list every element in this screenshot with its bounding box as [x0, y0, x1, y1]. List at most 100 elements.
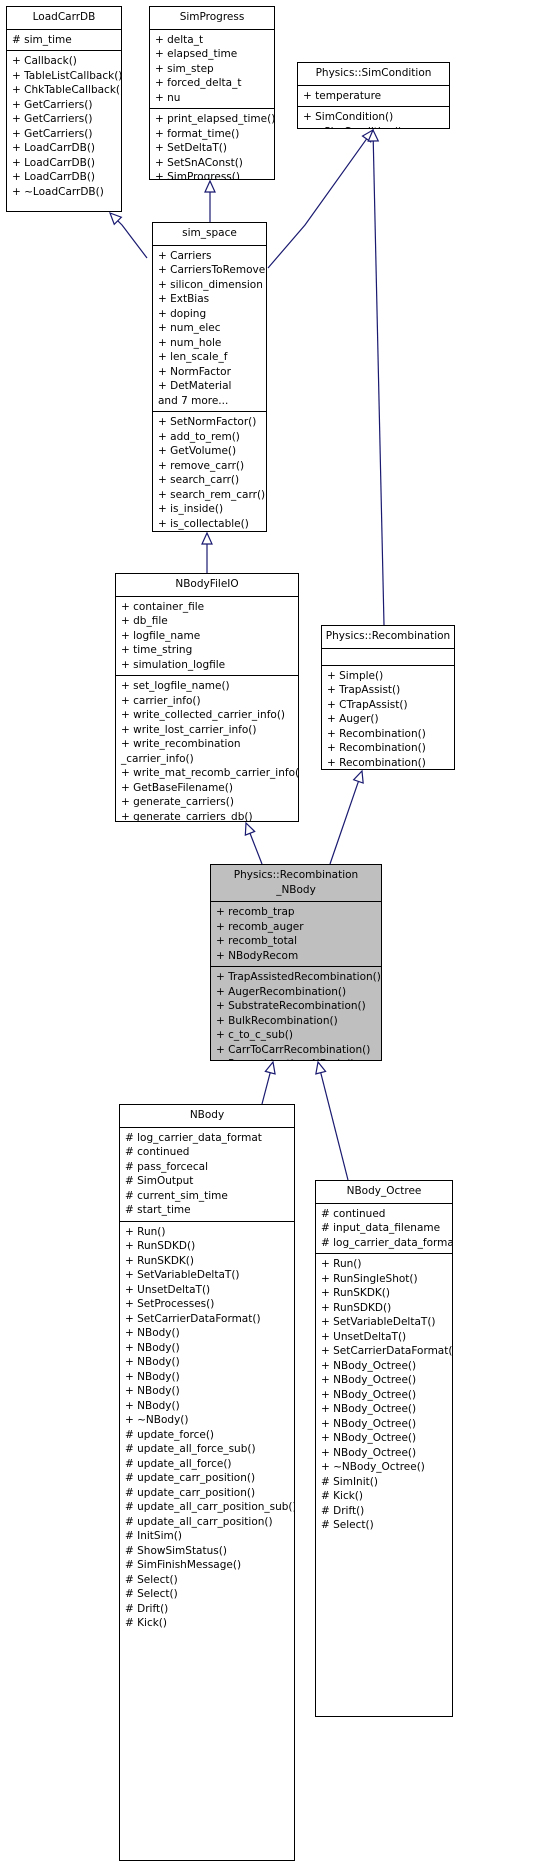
- attribute: + sim_step: [155, 62, 214, 75]
- method: + SetVariableDeltaT(): [321, 1316, 436, 1328]
- method: # Kick(): [125, 1617, 167, 1629]
- method: # update_all_force(): [125, 1457, 232, 1470]
- class-name: NBody: [120, 1105, 294, 1128]
- class-box-simprogress[interactable]: SimProgress + delta_t + elapsed_time + sim_…: [149, 6, 275, 180]
- class-box-nbody-octree[interactable]: NBody_Octree# continued# input_data_file…: [315, 1180, 453, 1717]
- method: # SimFinishMessage(): [125, 1559, 242, 1571]
- class-box-nbody[interactable]: NBody# log_carrier_data_format# continue…: [119, 1104, 295, 1861]
- method: + UnsetDeltaT(): [125, 1283, 211, 1296]
- method: + remove_carr(): [158, 459, 245, 472]
- attribute: # start_time: [125, 1204, 191, 1216]
- edge-simspace-loadcarrdb: [108, 211, 148, 259]
- attribute: + elapsed_time: [155, 48, 238, 60]
- method: + set_logfile_name(): [121, 680, 230, 692]
- method: + SetSnAConst(): [155, 156, 243, 169]
- method: + NBody_Octree(): [321, 1403, 417, 1415]
- method: # Drift(): [125, 1602, 169, 1615]
- method: + UnsetDeltaT(): [321, 1330, 407, 1343]
- method: # InitSim(): [125, 1530, 182, 1542]
- edge-recombnbody-nbodyfileio: [244, 821, 263, 865]
- class-name: SimProgress: [150, 7, 274, 30]
- attribute: # input_data_filename: [321, 1222, 441, 1234]
- attribute: + delta_t: [155, 33, 204, 46]
- method: # update_all_carr_position_sub(): [125, 1501, 295, 1513]
- edge-nbodyoctree-recombnbody: [315, 1060, 349, 1181]
- method: + carrier_info(): [121, 694, 201, 707]
- attributes-section: + recomb_trap+ recomb_auger+ recomb_tota…: [211, 902, 381, 967]
- method: + generate_carriers(): [121, 796, 234, 808]
- class-box-recomb-nbody[interactable]: Physics::Recombination _NBody+ recomb_tr…: [210, 864, 382, 1061]
- class-box-simspace[interactable]: sim_space+ Carriers+ CarriersToRemove+ s…: [152, 222, 267, 532]
- methods-section: + SimCondition()+ ~SimCondition(): [298, 107, 449, 128]
- attribute: # log_carrier_data_format: [321, 1236, 453, 1249]
- method: + SetDeltaT(): [155, 142, 227, 154]
- method: + SetProcesses(): [125, 1298, 215, 1310]
- method: + Run(): [321, 1258, 362, 1270]
- method: # update_carr_position(): [125, 1486, 256, 1499]
- method: + LoadCarrDB(): [12, 142, 96, 154]
- attribute: # continued: [321, 1207, 386, 1220]
- method: + search_rem_carr(): [158, 488, 266, 501]
- methods-section: + SetNormFactor() + add_to_rem() + GetVolu…: [153, 412, 266, 532]
- attribute: # sim_time: [12, 33, 72, 46]
- attribute: + ExtBias: [158, 293, 210, 305]
- attribute: # continued: [125, 1146, 190, 1158]
- method: + c_to_c_sub(): [216, 1029, 293, 1041]
- attribute: + Carriers: [158, 249, 212, 262]
- method: + NBody(): [125, 1370, 180, 1383]
- attributes-section: # sim_time: [7, 30, 121, 51]
- inheritance-arrowhead: [367, 128, 380, 142]
- method: + generate_carriers_db(): [121, 810, 253, 822]
- method: # update_force(): [125, 1428, 215, 1441]
- method: + CarrToCarrRecombination(): [216, 1043, 371, 1056]
- method: # ShowSimStatus(): [125, 1544, 227, 1557]
- method: + LoadCarrDB(): [12, 156, 96, 169]
- edge-simspace-simcondition: [267, 128, 374, 269]
- method: + RunSDKD(): [321, 1301, 392, 1314]
- method: + CTrapAssist(): [327, 698, 408, 711]
- method: + NBody_Octree(): [321, 1417, 417, 1430]
- class-name: NBodyFileIO: [116, 574, 298, 597]
- method: + GetVolume(): [158, 445, 237, 457]
- method: + SetNormFactor(): [158, 416, 257, 428]
- method: + ~LoadCarrDB(): [12, 185, 104, 198]
- class-box-nbodyfileio[interactable]: NBodyFileIO+ container_file+ db_file+ lo…: [115, 573, 299, 822]
- method: + BulkRecombination(): [216, 1014, 338, 1027]
- class-box-recombination[interactable]: Physics::Recombination+ Simple()+ TrapAs…: [321, 625, 455, 770]
- attribute: + len_scale_f: [158, 351, 228, 363]
- method: + NBody(): [125, 1341, 180, 1354]
- attribute: + forced_delta_t: [155, 77, 242, 89]
- method: + TrapAssistedRecombination(): [216, 971, 381, 983]
- method: + is_inside(): [158, 503, 224, 515]
- method: + NBody_Octree(): [321, 1359, 417, 1372]
- method: + SetInputUnit(): [158, 531, 263, 532]
- attribute: # pass_forcecal: [125, 1160, 208, 1173]
- method: + add_to_rem(): [158, 430, 240, 443]
- inheritance-arrowhead: [315, 1060, 327, 1075]
- method: + Recombination_NBody(): [216, 1057, 378, 1060]
- method: # SimInit(): [321, 1475, 378, 1488]
- class-box-simcondition[interactable]: Physics::SimCondition+ temperature+ SimC…: [297, 62, 450, 129]
- method: + search_carr(): [158, 474, 240, 486]
- method: + SubstrateRecombination(): [216, 1000, 366, 1012]
- attributes-section: # continued # input_data_filename # log_ca…: [316, 1204, 453, 1254]
- class-name: sim_space: [153, 223, 266, 246]
- method: + GetCarriers(): [12, 98, 93, 111]
- method: + NBody_Octree(): [321, 1446, 417, 1459]
- attribute: + time_string: [121, 644, 193, 656]
- inheritance-arrowhead: [352, 769, 364, 784]
- methods-section: + TrapAssistedRecombination()+ AugerReco…: [211, 967, 381, 1060]
- attribute: + recomb_trap: [216, 906, 295, 918]
- inheritance-arrowhead: [204, 179, 216, 193]
- method: # Select(): [125, 1588, 178, 1600]
- method: + Recombination(): [327, 756, 426, 769]
- attribute: + simulation_logfile: [121, 658, 226, 671]
- attributes-section: + Carriers+ CarriersToRemove+ silicon_di…: [153, 246, 266, 412]
- method: + RunSKDK(): [125, 1254, 194, 1267]
- attributes-section: + container_file+ db_file+ logfile_name+…: [116, 597, 298, 676]
- method: + NBody_Octree(): [321, 1374, 417, 1386]
- attributes-section: + temperature: [298, 86, 449, 107]
- method: + GetCarriers(): [12, 113, 93, 125]
- attribute: and 7 more...: [158, 394, 229, 407]
- class-box-loadcarrdb[interactable]: LoadCarrDB# sim_time+ Callback()+ TableL…: [6, 6, 122, 212]
